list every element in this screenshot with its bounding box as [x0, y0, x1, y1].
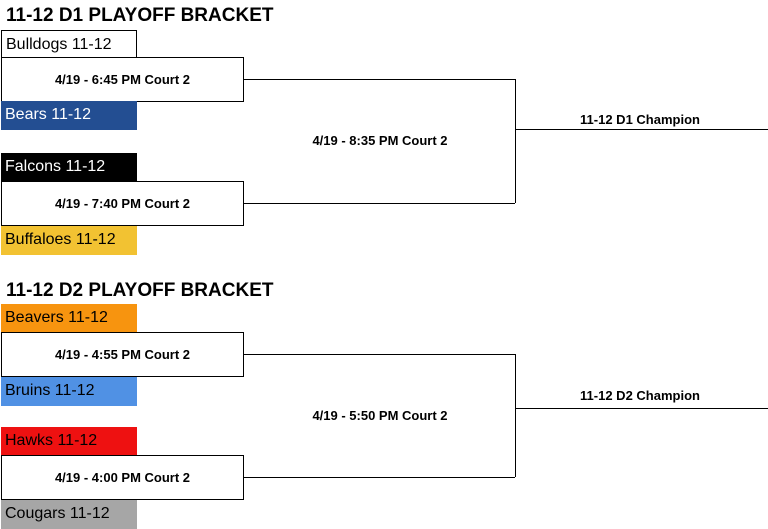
bracket1-connector-top	[244, 79, 515, 80]
team-bulldogs: Bulldogs 11-12	[1, 30, 137, 59]
bracket2-champion-line	[515, 408, 768, 409]
bracket2-connector-bottom	[244, 477, 515, 478]
champion-d2-label: 11-12 D2 Champion	[580, 388, 700, 403]
team-bears: Bears 11-12	[1, 101, 137, 130]
team-hawks: Hawks 11-12	[1, 427, 137, 456]
final-d1-label: 4/19 - 8:35 PM Court 2	[312, 133, 448, 148]
team-falcons: Falcons 11-12	[1, 153, 137, 182]
bracket2-connector-top	[244, 354, 515, 355]
bracket1-title: 11-12 D1 PLAYOFF BRACKET	[6, 5, 274, 26]
team-cougars: Cougars 11-12	[1, 500, 137, 529]
game1-d2-box: 4/19 - 4:55 PM Court 2	[1, 332, 244, 377]
bracket1-connector-bottom	[244, 203, 515, 204]
final-d2-label: 4/19 - 5:50 PM Court 2	[312, 408, 448, 423]
team-beavers: Beavers 11-12	[1, 304, 137, 333]
team-buffaloes: Buffaloes 11-12	[1, 226, 137, 255]
game1-d1-box: 4/19 - 6:45 PM Court 2	[1, 57, 244, 102]
bracket2-title: 11-12 D2 PLAYOFF BRACKET	[6, 280, 274, 301]
bracket2-connector-vertical	[515, 354, 516, 477]
bracket1-connector-vertical	[515, 79, 516, 203]
game2-d1-box: 4/19 - 7:40 PM Court 2	[1, 181, 244, 226]
game2-d2-box: 4/19 - 4:00 PM Court 2	[1, 455, 244, 500]
team-bruins: Bruins 11-12	[1, 377, 137, 406]
bracket1-champion-line	[515, 129, 768, 130]
champion-d1-label: 11-12 D1 Champion	[580, 112, 700, 127]
